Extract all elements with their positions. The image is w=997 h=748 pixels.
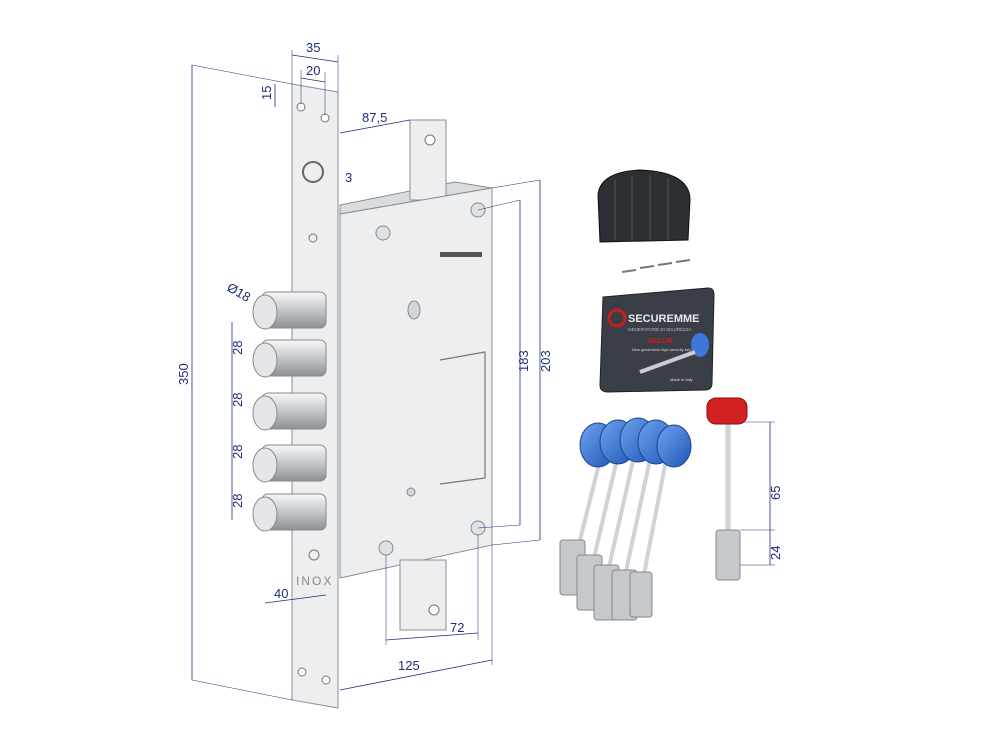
dim-bolt-pitch: 28: [230, 393, 245, 407]
dimension-lines: [191, 50, 775, 701]
cylinder-cover: [597, 169, 691, 243]
dim-body-height: 203: [538, 350, 553, 372]
bottom-latch-tab: [399, 559, 447, 631]
dimension-labels: 35 20 15 87,5 3 Ø18 28 28 28 28 350 183 …: [176, 40, 783, 673]
card-brand: SECUREMME: [628, 313, 700, 325]
dim-backset: 87,5: [362, 110, 387, 125]
top-latch-tab: [409, 119, 447, 201]
card-origin: Made in Italy: [670, 377, 693, 382]
dim-key-bit: 24: [768, 546, 783, 560]
card-subtitle: GENERATORE DI SICUREZZA: [628, 327, 692, 332]
dim-total-height: 350: [176, 363, 191, 385]
deadbolt: [252, 444, 327, 483]
screws: [621, 259, 691, 273]
dim-bolt-projection: 40: [274, 586, 288, 601]
card-tagline: New generation high security key: [632, 347, 691, 352]
dim-faceplate-thickness: 3: [345, 170, 352, 185]
lock-body: [339, 119, 493, 631]
blue-keys: [559, 417, 692, 621]
dim-faceplate-width: 35: [306, 40, 320, 55]
dim-bolt-pitch: 28: [230, 445, 245, 459]
brand-plate: [440, 252, 482, 257]
logo-icon: [302, 161, 324, 183]
card-product: SECUR: [648, 338, 673, 345]
dim-key-length: 65: [768, 486, 783, 500]
brand-logo-icon: [607, 308, 627, 328]
deadbolt: [252, 493, 327, 532]
dim-hole-distance: 72: [450, 620, 464, 635]
dim-body-width: 125: [398, 658, 420, 673]
dim-bolt-pitch: 28: [230, 341, 245, 355]
deadbolt: [252, 392, 327, 431]
security-card: SECUREMME GENERATORE DI SICUREZZA SECUR …: [599, 287, 715, 393]
dim-inner-height: 183: [516, 350, 531, 372]
deadbolt: [252, 291, 327, 330]
deadbolt: [252, 339, 327, 378]
faceplate-marking: INOX: [296, 574, 333, 588]
dim-bolt-diameter: Ø18: [225, 280, 254, 305]
dim-hole-offset: 15: [259, 86, 274, 100]
red-key: [706, 397, 748, 581]
dim-hole-spacing: 20: [306, 63, 320, 78]
dim-bolt-pitch: 28: [230, 494, 245, 508]
deadbolts: [252, 291, 327, 532]
